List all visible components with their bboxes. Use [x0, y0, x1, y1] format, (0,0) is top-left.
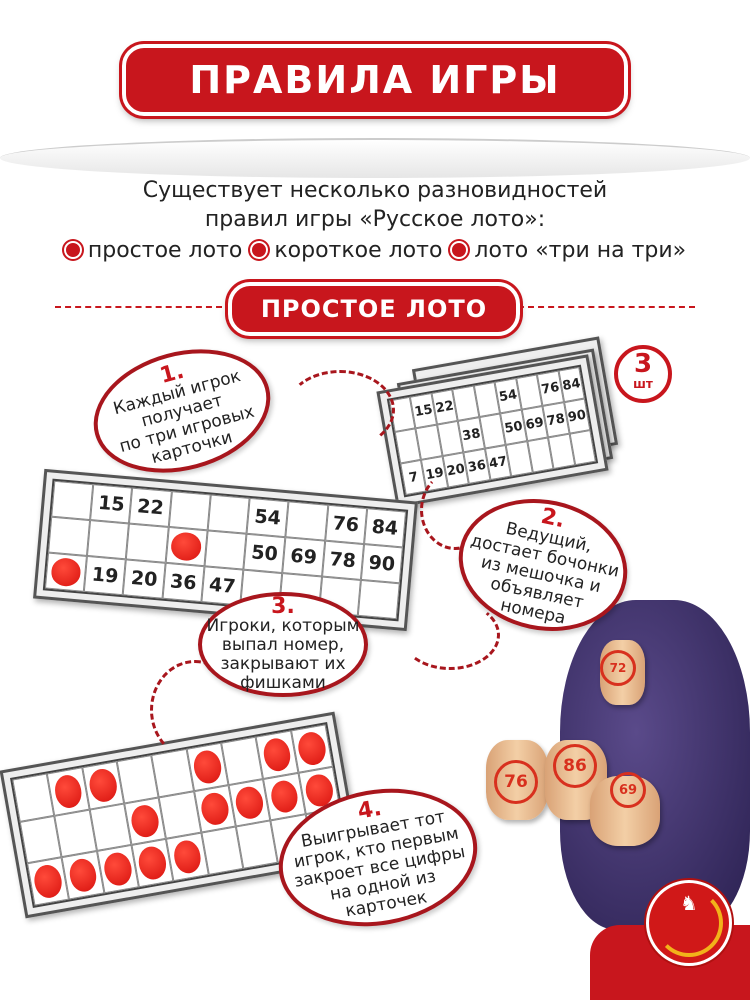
- brand-logo: ♞: [646, 880, 732, 966]
- chip-token: [32, 863, 65, 900]
- card-cell: [569, 429, 596, 466]
- card-cell: 54: [246, 497, 289, 538]
- barrel-image: 69: [590, 772, 660, 846]
- chip-token: [67, 857, 99, 894]
- game-type-label: простое лото: [87, 238, 243, 263]
- arrow-step1-to-cards: [285, 370, 395, 450]
- intro-line-1: Существует несколько разновидностей: [142, 178, 608, 203]
- chip-token: [52, 773, 85, 810]
- game-type-label: короткое лото: [274, 238, 443, 263]
- step-text: Игроки, которым: [206, 615, 360, 636]
- barrel-number: 86: [553, 744, 597, 788]
- game-types-list: простое лото короткое лото лото «три на …: [0, 236, 750, 265]
- card-cell: 78: [321, 540, 364, 580]
- badge-unit: шт: [633, 377, 653, 391]
- card-cell: 84: [558, 366, 585, 403]
- arrow-cards-to-step2: [420, 470, 490, 550]
- header-swoosh: [0, 138, 750, 178]
- page-title: ПРАВИЛА ИГРЫ: [122, 44, 628, 116]
- intro-text: Существует несколько разновидностей прав…: [0, 176, 750, 265]
- card-cell: 38: [165, 526, 208, 567]
- intro-line-2: правил игры «Русское лото»:: [204, 207, 546, 232]
- game-type-item: лото «три на три»: [450, 236, 686, 265]
- card-cell: [290, 724, 333, 773]
- chip-token: [295, 730, 328, 767]
- chip-token: [101, 850, 134, 888]
- bullet-icon: [450, 241, 469, 259]
- card-cell: 50: [243, 533, 286, 574]
- game-type-label: лото «три на три»: [474, 238, 687, 263]
- card-cell: [87, 520, 130, 560]
- arrow-step3-to-card: [150, 660, 240, 760]
- card-cell: [168, 491, 211, 531]
- card-cell: [285, 501, 328, 541]
- card-cell: [126, 523, 169, 563]
- card-cell: [204, 530, 247, 570]
- step-text: выпал номер,: [221, 634, 345, 655]
- card-cell: 36: [162, 562, 205, 603]
- barrel-image: 72: [600, 640, 645, 705]
- card-cell: 69: [282, 537, 325, 577]
- chip-token: [233, 784, 266, 822]
- arrow-step2-to-step3: [400, 600, 500, 670]
- barrel-number: 69: [610, 772, 646, 808]
- card-cell: 84: [363, 508, 407, 548]
- step-text: фишками: [240, 672, 326, 693]
- step-number: 3.: [271, 593, 295, 619]
- chip-token: [198, 790, 231, 828]
- game-type-item: простое лото: [63, 236, 243, 265]
- card-cell: 20: [123, 559, 166, 599]
- card-cell: 15: [90, 484, 133, 524]
- section-title: ПРОСТОЕ ЛОТО: [228, 282, 520, 336]
- chip-token: [170, 531, 203, 562]
- card-cell: [48, 516, 91, 556]
- bullet-icon: [63, 241, 82, 259]
- card-cell: 90: [563, 398, 591, 434]
- chip-token: [136, 844, 169, 882]
- step-text: закрывают их: [220, 653, 346, 674]
- chip-token: [129, 802, 162, 840]
- card-cell: 19: [84, 555, 127, 596]
- card-cell: 90: [360, 544, 403, 584]
- barrel-number: 76: [494, 760, 538, 804]
- chip-token: [87, 766, 119, 804]
- card-cell: [207, 494, 250, 534]
- barrel-image: 76: [486, 740, 548, 820]
- chip-token: [268, 778, 301, 815]
- badge-count: 3: [633, 349, 653, 379]
- card-cell: 22: [129, 487, 172, 527]
- bullet-icon: [250, 241, 269, 259]
- card-cell: 76: [324, 504, 367, 545]
- chip-token: [171, 838, 204, 876]
- card-cell: 7: [44, 552, 88, 592]
- game-type-item: короткое лото: [250, 236, 442, 265]
- barrel-number: 72: [600, 650, 636, 686]
- card-cell: [357, 579, 400, 620]
- card-cell: [51, 480, 94, 521]
- chip-token: [261, 736, 293, 773]
- chip-token: [50, 557, 83, 588]
